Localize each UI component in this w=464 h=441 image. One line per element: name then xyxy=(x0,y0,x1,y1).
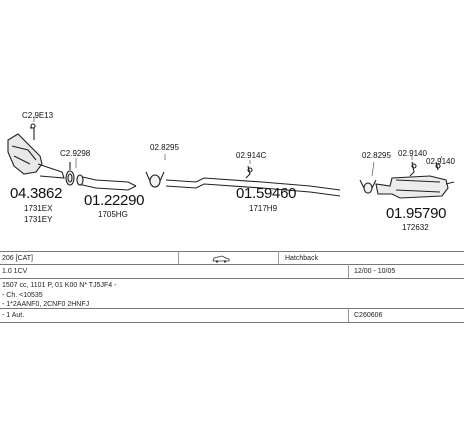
part-code-rear-muffler: 172632 xyxy=(402,223,429,232)
transmission-cell: - 1 Aut. xyxy=(2,312,25,319)
table-col-rule xyxy=(178,251,179,264)
label-02-914c: 02.914C xyxy=(236,151,267,160)
gasket-c2-9298-drawing xyxy=(65,162,75,186)
table-rule xyxy=(0,322,464,323)
table-rule xyxy=(0,264,464,265)
label-02-9140-b: 02.9140 xyxy=(426,157,455,166)
body-type-cell: Hatchback xyxy=(285,255,319,262)
clamp-02-8295-rear-drawing xyxy=(359,179,377,194)
years-cell: 12/00 - 10/05 xyxy=(354,268,396,275)
chassis-cell: - Ch. <10535 xyxy=(2,292,43,299)
label-c2-9e13: C2.9E13 xyxy=(22,111,54,120)
leader-lines xyxy=(33,116,443,177)
table-col-rule xyxy=(278,251,279,264)
rear-muffler-drawing xyxy=(375,175,455,199)
catalytic-converter-drawing xyxy=(7,123,65,179)
front-pipe-drawing xyxy=(76,174,137,191)
part-number-intermediate-pipe: 01.59460 xyxy=(236,185,297,202)
table-rule xyxy=(0,308,464,309)
label-02-8295-b: 02.8295 xyxy=(362,151,391,160)
kit-code-cell: C260606 xyxy=(354,312,383,319)
part-code-catalyst-2: 1731EY xyxy=(24,215,53,224)
car-icon xyxy=(212,255,230,263)
table-col-rule xyxy=(348,308,349,322)
part-code-intermediate-pipe: 1717H9 xyxy=(249,204,278,213)
engine-codes-cell: - 1*2AANF0, 2CNF0 2HNFJ xyxy=(2,301,90,308)
hanger-02-9140-drawing xyxy=(409,161,441,177)
table-rule xyxy=(0,278,464,279)
hanger-02-914c-drawing xyxy=(245,165,253,179)
part-number-catalyst: 04.3862 xyxy=(10,185,63,202)
label-02-8295-a: 02.8295 xyxy=(150,143,179,152)
label-c2-9298: C2.9298 xyxy=(60,149,91,158)
label-02-9140-a: 02.9140 xyxy=(398,149,427,158)
engine-cell: 1.0 1CV xyxy=(2,268,28,275)
engine-details-cell: 1507 cc, 1101 P, 01 K00 N* TJ5JF4 - xyxy=(2,282,117,289)
part-number-rear-muffler: 01.95790 xyxy=(386,205,447,222)
table-rule xyxy=(0,251,464,252)
part-code-catalyst-1: 1731EX xyxy=(24,204,53,213)
model-cell: 206 [CAT] xyxy=(2,255,33,262)
table-col-rule xyxy=(348,264,349,278)
clamp-02-8295-drawing xyxy=(145,171,165,188)
part-code-front-pipe: 1705HG xyxy=(98,210,128,219)
intermediate-pipe-drawing xyxy=(165,177,341,197)
part-number-front-pipe: 01.22290 xyxy=(84,192,145,209)
